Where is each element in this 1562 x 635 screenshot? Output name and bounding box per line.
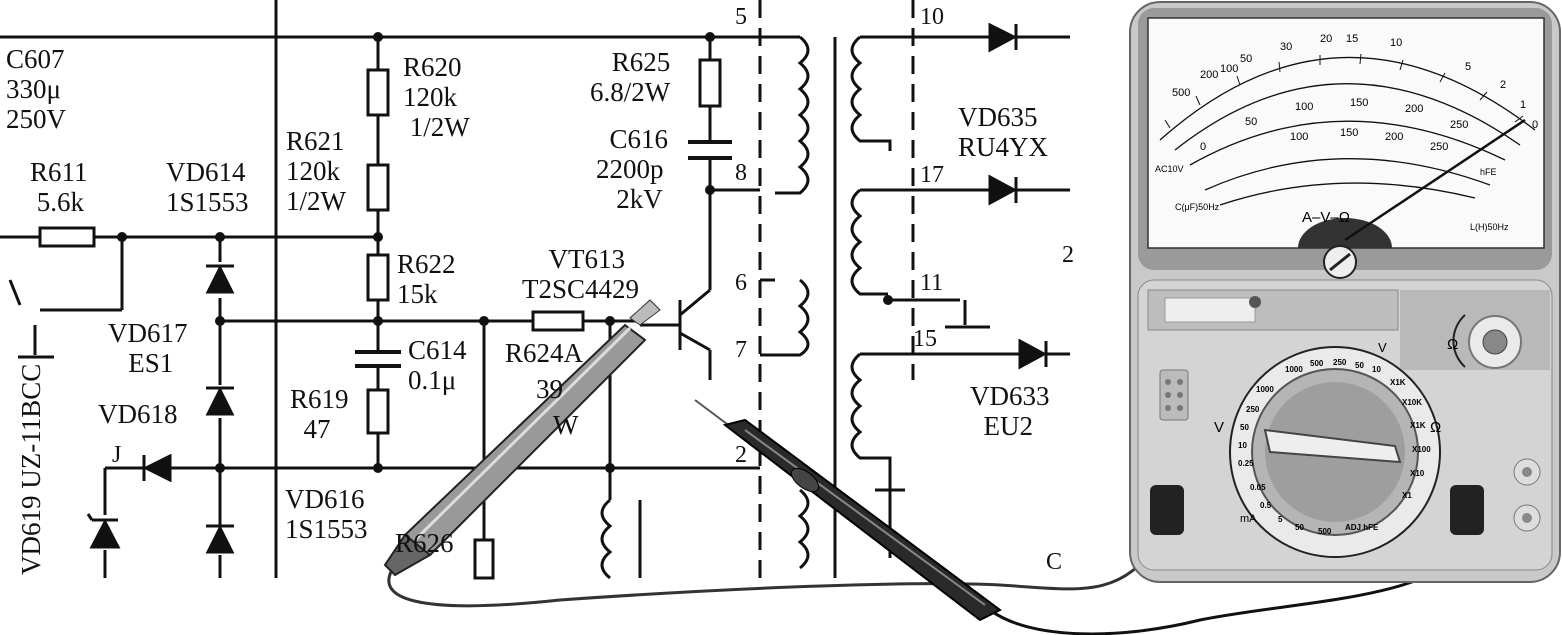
meter-face [1147, 17, 1545, 249]
label-vd618: VD618 [98, 399, 178, 429]
label-edge-c: C [1046, 549, 1063, 575]
label-pin11: 11 [920, 270, 944, 296]
fuse-socket [1159, 369, 1189, 421]
label-vt613: VT613 T2SC4429 [522, 244, 640, 304]
label-c614: C614 0.1μ [408, 335, 467, 395]
black-probe[interactable] [694, 399, 1002, 622]
plus-jack [1450, 485, 1484, 535]
label-pin10: 10 [920, 4, 944, 30]
label-r625: R625 6.8/2W [590, 47, 671, 107]
label-pin2: 2 [735, 442, 747, 468]
label-vd614: VD614 1S1553 [166, 157, 249, 217]
label-pin7: 7 [735, 337, 747, 363]
label-edge-2: 2 [1062, 242, 1074, 268]
r624a-resistor [531, 310, 585, 332]
label-r622: R622 15k [397, 249, 456, 309]
label-pin8: 8 [735, 160, 747, 186]
label-r611: R611 5.6k [30, 157, 88, 217]
com-jack [1150, 485, 1184, 535]
label-r624a-value: 39 [536, 374, 563, 404]
selector-pointer [1263, 428, 1402, 464]
r622-resistor [366, 253, 390, 302]
label-vd635: VD635 RU4YX [958, 102, 1049, 162]
red-probe[interactable] [383, 299, 661, 577]
label-c616: C616 2200p 2kV [596, 124, 669, 214]
label-r620: R620 120k 1/2W [403, 52, 470, 142]
meter-needle [1344, 118, 1526, 242]
r621-resistor [366, 163, 390, 212]
multimeter [1129, 1, 1561, 583]
label-r624a: R624A [505, 338, 584, 368]
r619-resistor [366, 388, 390, 435]
label-r621: R621 120k 1/2W [286, 126, 346, 216]
label-pin15: 15 [913, 326, 937, 352]
r620-resistor [366, 68, 390, 117]
label-r619: R619 47 [290, 384, 349, 444]
label-pin17: 17 [920, 162, 944, 188]
r626-resistor [473, 538, 495, 580]
label-vd633: VD633 EU2 [970, 381, 1050, 441]
r625-resistor [698, 58, 722, 108]
label-j: J [112, 442, 122, 468]
label-r626: R626 [395, 528, 454, 558]
label-vd619: VD619 UZ-11BCC [16, 363, 46, 575]
label-c607: C607 330μ 250V [6, 44, 66, 134]
label-pin6: 6 [735, 270, 747, 296]
label-pin5: 5 [735, 4, 747, 30]
label-r624a-extra: W [553, 410, 579, 440]
r611-resistor [38, 226, 96, 248]
label-vd617: VD617 ES1 [108, 318, 188, 378]
label-vd616: VD616 1S1553 [285, 484, 368, 544]
